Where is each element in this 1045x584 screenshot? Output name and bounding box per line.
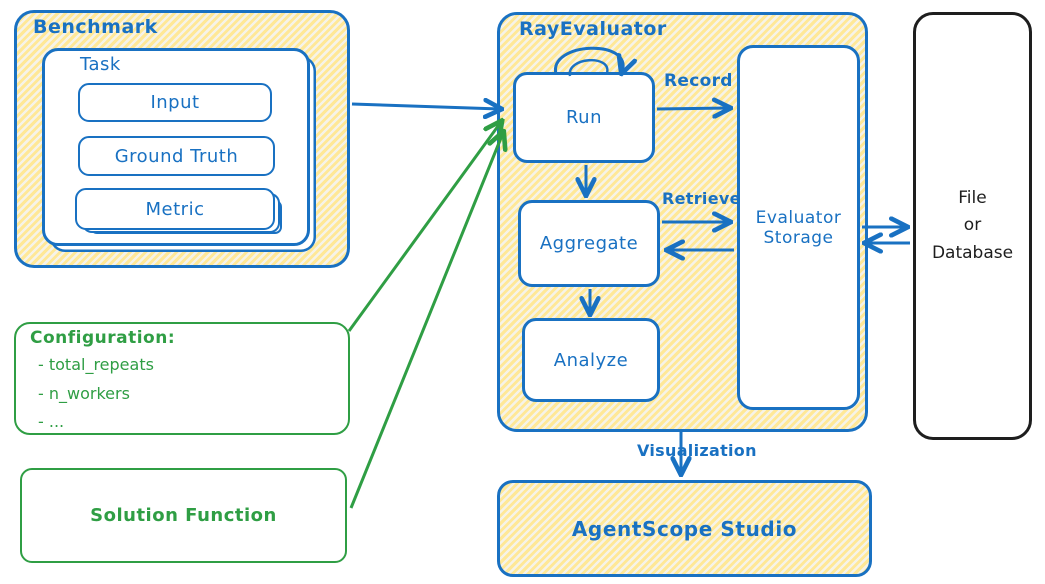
task-item-ground-truth: Ground Truth — [78, 136, 275, 176]
file-or-database-box: File or Database — [913, 12, 1032, 440]
configuration-box — [14, 322, 350, 435]
configuration-item: - ... — [38, 412, 65, 431]
configuration-item: - total_repeats — [38, 355, 154, 374]
arrow-solution-to-run — [349, 133, 503, 509]
arrow-benchmark-to-run — [351, 104, 500, 109]
agentscope-studio-box: AgentScope Studio — [497, 480, 872, 577]
task-title: Task — [80, 54, 121, 75]
arrow-configuration-to-run — [347, 122, 501, 332]
ray-evaluator-title: RayEvaluator — [519, 18, 667, 40]
benchmark-title: Benchmark — [33, 16, 158, 38]
analyze-node: Analyze — [522, 318, 660, 402]
evaluator-storage-node: Evaluator Storage — [737, 45, 860, 410]
configuration-item: - n_workers — [38, 384, 130, 403]
solution-function-box: Solution Function — [20, 468, 347, 563]
visualization-arrow-label: Visualization — [637, 441, 757, 460]
task-item-input: Input — [78, 83, 272, 122]
aggregate-node: Aggregate — [518, 200, 660, 287]
task-item-metric: Metric — [75, 188, 275, 230]
configuration-title: Configuration: — [30, 328, 176, 348]
record-arrow-label: Record — [664, 71, 733, 91]
retrieve-arrow-label: Retrieve — [662, 189, 741, 208]
run-node: Run — [513, 72, 655, 163]
